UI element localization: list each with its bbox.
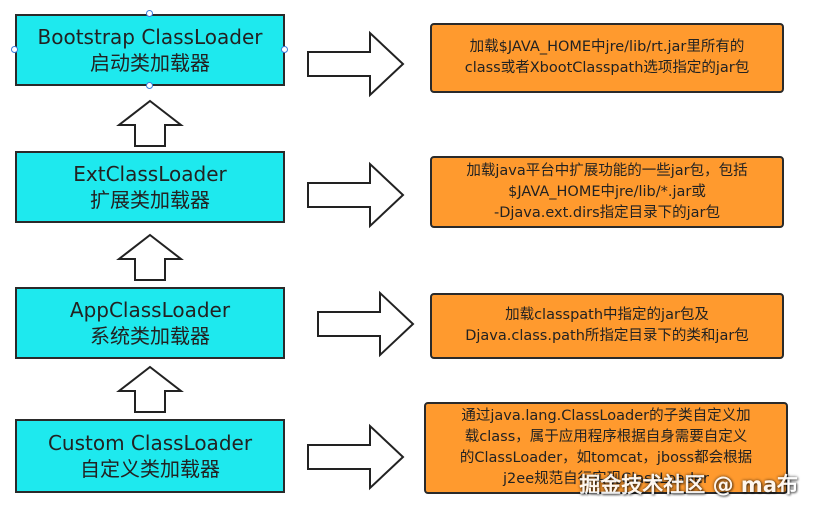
right-arrow-icon xyxy=(307,30,405,98)
description-line: Djava.class.path所指定目录下的类和jar包 xyxy=(465,328,749,344)
watermark: 掘金技术社区 @ ma布 xyxy=(579,473,798,497)
description-line: 通过java.lang.ClassLoader的子类自定义加 xyxy=(461,408,751,424)
selection-handle[interactable] xyxy=(146,10,153,17)
custom-description-box: 通过java.lang.ClassLoader的子类自定义加 载class，属于… xyxy=(424,402,788,494)
loader-name: ExtClassLoader xyxy=(73,162,227,186)
loader-name: Bootstrap ClassLoader xyxy=(37,25,263,49)
description-line: 加载classpath中指定的jar包及 xyxy=(505,307,709,323)
up-arrow-icon xyxy=(116,99,184,147)
custom-classloader-box: Custom ClassLoader 自定义类加载器 xyxy=(15,419,285,493)
right-arrow-icon xyxy=(307,423,405,491)
loader-name: AppClassLoader xyxy=(69,298,231,322)
selection-handle[interactable] xyxy=(11,46,18,53)
description-line: class或者XbootClasspath选项指定的jar包 xyxy=(464,60,750,76)
description-line: 的ClassLoader，如tomcat，jboss都会根据 xyxy=(459,450,753,466)
app-description-box: 加载classpath中指定的jar包及 Djava.class.path所指定… xyxy=(430,293,784,359)
app-classloader-box: AppClassLoader 系统类加载器 xyxy=(15,287,285,359)
ext-description-box: 加载java平台中扩展功能的一些jar包，包括 $JAVA_HOME中jre/l… xyxy=(430,156,784,228)
selection-handle[interactable] xyxy=(146,82,153,89)
description-line: 加载$JAVA_HOME中jre/lib/rt.jar里所有的 xyxy=(469,39,745,55)
loader-name: Custom ClassLoader xyxy=(47,431,253,455)
loader-subtitle: 启动类加载器 xyxy=(90,51,210,75)
description-line: 加载java平台中扩展功能的一些jar包，包括 xyxy=(466,162,748,179)
ext-classloader-box: ExtClassLoader 扩展类加载器 xyxy=(15,151,285,223)
loader-subtitle: 自定义类加载器 xyxy=(80,457,220,481)
description-line: $JAVA_HOME中jre/lib/*.jar或 xyxy=(508,183,706,200)
right-arrow-icon xyxy=(317,290,415,358)
loader-subtitle: 系统类加载器 xyxy=(90,324,210,348)
bootstrap-description-box: 加载$JAVA_HOME中jre/lib/rt.jar里所有的 class或者X… xyxy=(430,23,784,93)
right-arrow-icon xyxy=(307,161,405,229)
up-arrow-icon xyxy=(116,233,184,281)
loader-subtitle: 扩展类加载器 xyxy=(90,188,210,212)
description-line: 载class，属于应用程序根据自身需要自定义 xyxy=(464,429,748,445)
description-line: j2ee规范自行实现ClassLoader xyxy=(503,471,709,487)
bootstrap-classloader-box: Bootstrap ClassLoader 启动类加载器 xyxy=(15,14,285,86)
description-line: -Djava.ext.dirs指定目录下的jar包 xyxy=(493,204,721,221)
selection-handle[interactable] xyxy=(281,46,288,53)
up-arrow-icon xyxy=(116,365,184,413)
